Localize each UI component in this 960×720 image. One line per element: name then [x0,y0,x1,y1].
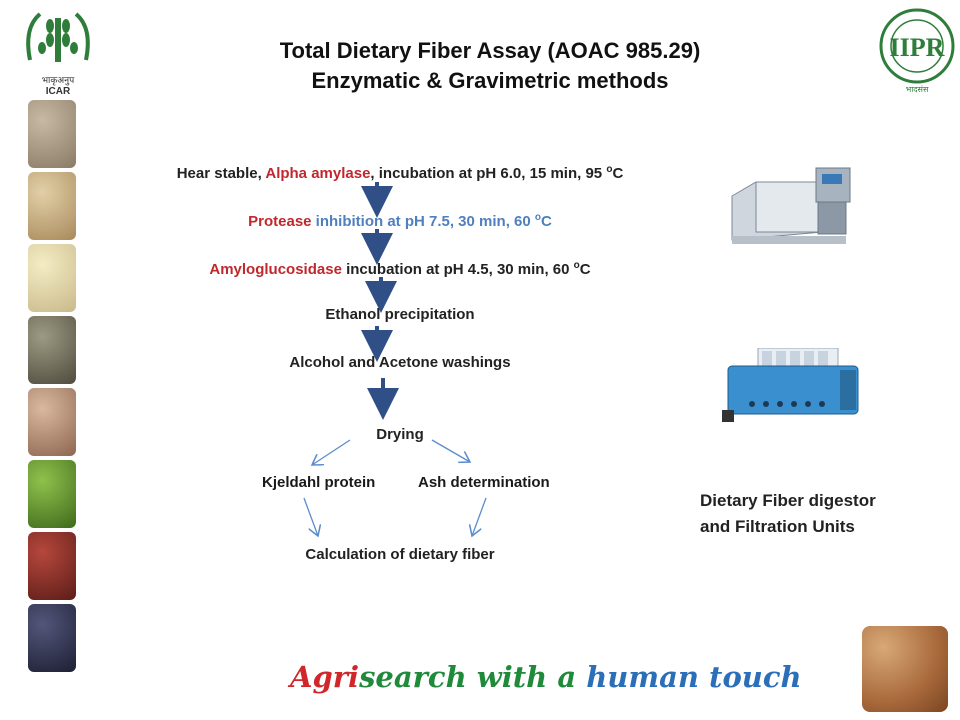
incubator-icon [731,167,851,244]
iipr-hindi-text: भादसंस [906,85,929,94]
step1-conditions: , incubation at pH 6.0, 15 min, 95 [370,165,607,182]
step-washings: Alcohol and Acetone washings [289,354,511,371]
step1-unit: C [612,165,624,182]
chickpea-image [862,626,948,712]
caption-line-1: Dietary Fiber digestor [700,491,876,510]
step-ash-determination: Ash determination [418,474,550,491]
step3-unit: C [579,261,591,278]
tagline: Agrisearch with a human touch [290,660,802,694]
icar-logo: भाकृअनुप ICAR [18,10,98,97]
slide-title: Total Dietary Fiber Assay (AOAC 985.29) … [150,36,830,96]
step1-degree: o [606,164,613,175]
seed-image-4 [28,316,76,384]
tagline-part-1: Agri [290,660,360,694]
iipr-logo: IIPR भादसंस [877,6,957,96]
water-bath-image [726,160,854,246]
step-calculation: Calculation of dietary fiber [305,546,495,563]
step1-enzyme: Alpha amylase [265,165,371,182]
seed-image-2 [28,172,76,240]
arrow-from-kjeldahl [303,497,318,536]
step2-degree: o [534,212,541,223]
step1-prefix: Hear stable, [176,165,266,182]
wheat-emblem-icon [26,12,90,62]
icar-abbrev-text: ICAR [45,86,71,97]
arrow-from-ash [472,497,487,536]
iipr-emblem-icon: IIPR भादसंस [879,8,955,94]
step3-degree: o [573,260,580,271]
step2-unit: C [541,213,552,230]
caption-line-2: and Filtration Units [700,517,855,536]
digestor-icon [722,347,859,422]
step-kjeldahl-protein: Kjeldahl protein [262,474,376,491]
seed-image-1 [28,100,76,168]
step-ethanol-precipitation: Ethanol precipitation [325,306,475,323]
icar-hindi-text: भाकृअनुप [41,75,75,85]
seed-image-5 [28,388,76,456]
iipr-mark-text: IIPR [890,33,945,62]
seed-image-6 [28,460,76,528]
seed-image-7 [28,532,76,600]
step-alpha-amylase: Hear stable, Alpha amylase, incubation a… [100,160,700,184]
seed-image-8 [28,604,76,672]
arrow-to-ash [431,439,470,462]
step3-enzyme: Amyloglucosidase [209,261,342,278]
tagline-part-2: search with a [359,660,587,694]
arrow-to-kjeldahl [312,439,351,465]
seed-image-3 [28,244,76,312]
step-drying: Drying [376,426,424,443]
step2-enzyme: Protease [248,213,312,230]
equipment-caption: Dietary Fiber digestor and Filtration Un… [700,488,876,540]
title-line-2: Enzymatic & Gravimetric methods [311,68,669,93]
title-line-1: Total Dietary Fiber Assay (AOAC 985.29) [279,38,701,63]
fiber-digestor-image [722,347,866,422]
step-amyloglucosidase: Amyloglucosidase incubation at pH 4.5, 3… [100,256,700,280]
tagline-part-3: human touch [586,660,802,694]
step3-conditions: incubation at pH 4.5, 30 min, 60 [341,261,574,278]
